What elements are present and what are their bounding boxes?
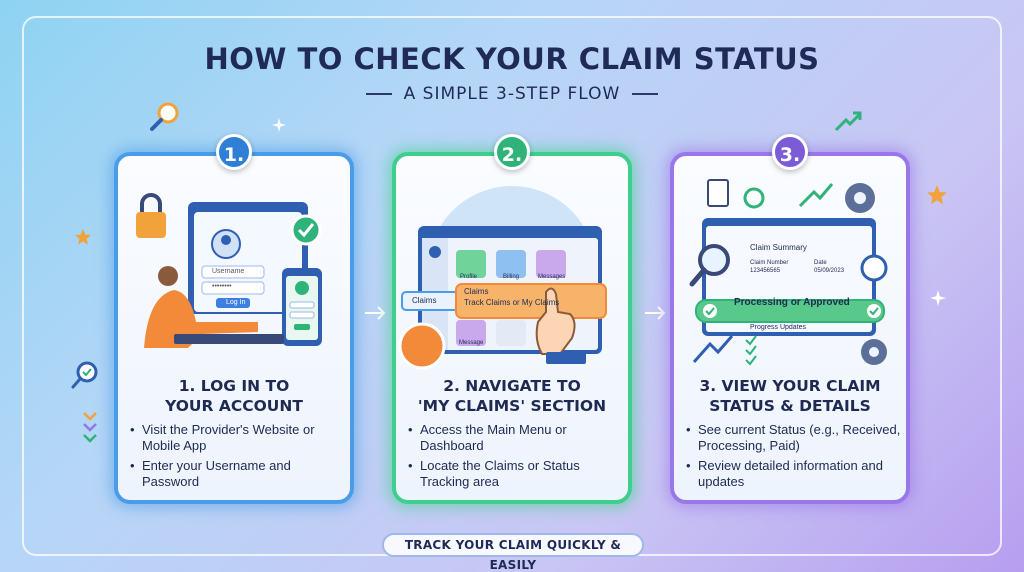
step-1-badge: 1. [216, 134, 252, 170]
step-2-title-line1: 2. NAVIGATE TO [443, 377, 581, 395]
location-check-icon [71, 361, 98, 389]
star-icon [75, 229, 91, 245]
step-1-bullets: Visit the Provider's Website or Mobile A… [130, 422, 345, 494]
list-item: Locate the Claims or Status Tracking are… [408, 458, 623, 490]
sparkle-icon [272, 118, 286, 132]
claim-date-label: Date [814, 260, 827, 266]
menu-item-messages[interactable]: Messages [538, 274, 566, 280]
step-3-card: Claim Summary Claim Number 123456565 Dat… [670, 152, 910, 504]
list-item: See current Status (e.g., Received, Proc… [686, 422, 901, 454]
subtitle-divider-left [365, 93, 392, 95]
step-1-title: 1. LOG IN TO YOUR ACCOUNT [118, 376, 350, 416]
star-icon-right [927, 185, 947, 205]
login-password-dots: •••••••• [212, 283, 232, 290]
sparkle-icon-right [930, 290, 946, 306]
list-item: Enter your Username and Password [130, 458, 345, 490]
step-1-card: Username •••••••• Log In 1. LOG IN TO YO… [114, 152, 354, 504]
arrow-right-icon [365, 306, 386, 320]
claims-popup-title: Claims [464, 287, 489, 296]
step-3-title-line2: STATUS & DETAILS [709, 397, 871, 415]
menu-item-billing[interactable]: Billing [503, 274, 520, 280]
step-2-card: Profile Billing Messages Claims Claims T… [392, 152, 632, 504]
subtitle-row: A SIMPLE 3-STEP FLOW [0, 84, 1024, 104]
login-button[interactable]: Log In [226, 299, 246, 306]
menu-item-profile[interactable]: Profile [460, 274, 478, 280]
dashboard-illustration [398, 186, 607, 370]
claim-summary-title: Claim Summary [750, 243, 807, 252]
arrow-right-icon [645, 306, 666, 320]
step-3-title: 3. VIEW YOUR CLAIM STATUS & DETAILS [674, 376, 906, 416]
claim-date-value: 05/09/2023 [814, 268, 845, 274]
step-2-badge: 2. [494, 134, 530, 170]
step-1-title-line2: YOUR ACCOUNT [165, 397, 303, 415]
step-3-badge: 3. [772, 134, 808, 170]
progress-updates-label: Progress Updates [750, 324, 807, 331]
list-item: Review detailed information and updates [686, 458, 901, 490]
list-item: Access the Main Menu or Dashboard [408, 422, 623, 454]
claim-number-value: 123456565 [750, 268, 781, 274]
trend-arrow-icon [834, 111, 862, 132]
step-2-bullets: Access the Main Menu or Dashboard Locate… [408, 422, 623, 494]
step-2-title-line2: 'MY CLAIMS' SECTION [417, 397, 607, 415]
step-2-title: 2. NAVIGATE TO 'MY CLAIMS' SECTION [396, 376, 628, 416]
claim-summary-illustration [689, 179, 888, 366]
subtitle-divider-right [632, 93, 659, 95]
step-1-title-line1: 1. LOG IN TO [178, 377, 290, 395]
chevrons-icon [83, 412, 97, 443]
sidebar-item-claims[interactable]: Claims [412, 296, 437, 305]
step-3-title-line1: 3. VIEW YOUR CLAIM [699, 377, 881, 395]
page-subtitle: A SIMPLE 3-STEP FLOW [403, 84, 621, 104]
list-item: Visit the Provider's Website or Mobile A… [130, 422, 345, 454]
magnifier-icon [150, 102, 179, 131]
login-username-label: Username [212, 268, 245, 275]
step-3-bullets: See current Status (e.g., Received, Proc… [686, 422, 901, 494]
login-illustration [136, 193, 322, 348]
footer-tagline: TRACK YOUR CLAIM QUICKLY & EASILY [382, 533, 644, 572]
claim-number-label: Claim Number [750, 260, 789, 266]
menu-item-message[interactable]: Message [459, 340, 484, 346]
claims-popup-link[interactable]: Track Claims or My Claims [464, 298, 560, 307]
page-title: HOW TO CHECK YOUR CLAIM STATUS [204, 42, 820, 76]
status-badge: Processing or Approved [734, 297, 850, 308]
